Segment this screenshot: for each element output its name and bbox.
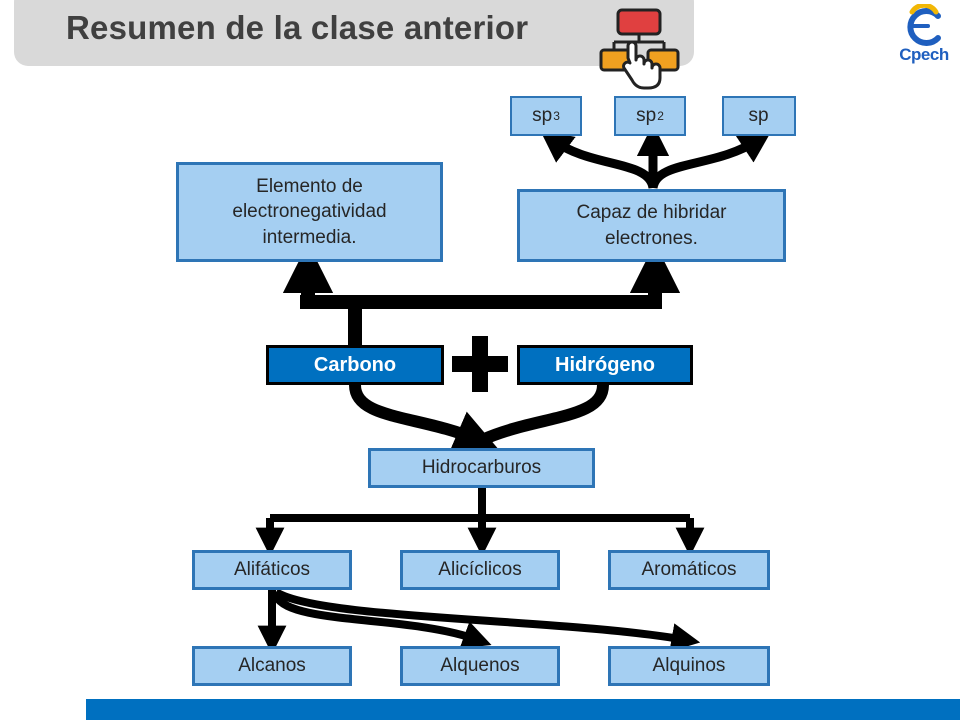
type-label: Aromáticos <box>641 559 737 581</box>
hierarchy-hand-icon <box>599 8 680 90</box>
subtype-box-alkenes: Alquenos <box>400 646 560 686</box>
type-label: Alifáticos <box>233 559 311 581</box>
hybridize-box: Capaz de hibridar electrones. <box>517 189 786 262</box>
hybridize-text: Capaz de hibridar electrones. <box>576 201 727 249</box>
logo-text: Cpech <box>899 45 949 64</box>
hybridization-exponent: 2 <box>657 108 664 123</box>
type-box-aliphatic: Alifáticos <box>192 550 352 590</box>
type-box-aromatic: Aromáticos <box>608 550 770 590</box>
type-label: Alicíclicos <box>438 559 522 581</box>
subtype-box-alkanes: Alcanos <box>192 646 352 686</box>
carbon-box: Carbono <box>266 345 444 385</box>
hybridization-label: sp <box>748 105 769 127</box>
subtype-label: Alquinos <box>652 655 726 677</box>
plus-icon <box>452 336 508 392</box>
hybridization-label: sp <box>532 105 553 127</box>
hydrogen-label: Hidrógeno <box>555 353 655 376</box>
title-bar <box>14 0 694 66</box>
subtype-label: Alquenos <box>440 655 520 677</box>
hybridization-label: sp <box>636 105 657 127</box>
hybridization-sp-box: sp <box>722 96 796 136</box>
hydrocarbons-box: Hidrocarburos <box>368 448 595 488</box>
hybridization-exponent: 3 <box>553 108 560 123</box>
type-box-alicyclic: Alicíclicos <box>400 550 560 590</box>
electronegativity-box: Elemento de electronegatividad intermedi… <box>176 162 443 262</box>
page-title: Resumen de la clase anterior <box>66 9 529 46</box>
hydrogen-box: Hidrógeno <box>517 345 693 385</box>
footer-bar <box>86 699 960 720</box>
cpech-logo-icon: Cpech <box>892 2 956 70</box>
electronegativity-text: Elemento de electronegatividad intermedi… <box>232 175 387 248</box>
subtype-label: Alcanos <box>238 655 306 677</box>
hydrocarbons-label: Hidrocarburos <box>421 457 542 479</box>
subtype-box-alkynes: Alquinos <box>608 646 770 686</box>
carbon-label: Carbono <box>313 353 397 376</box>
